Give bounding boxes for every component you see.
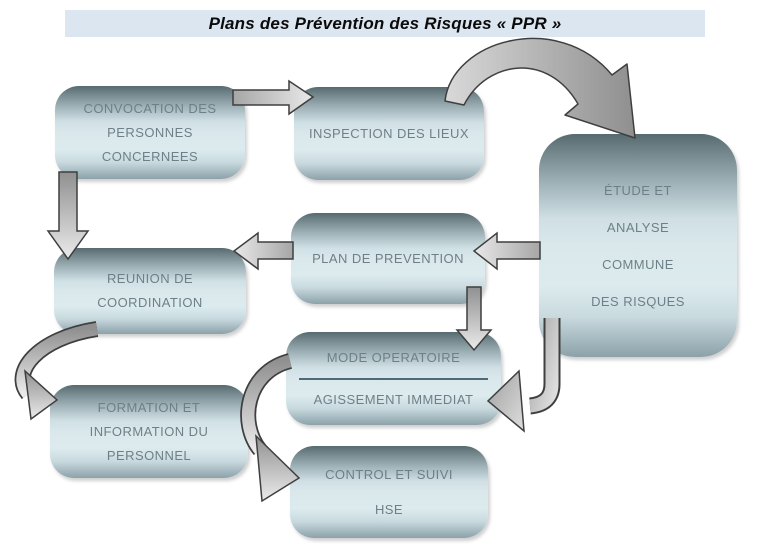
node-text-line: PERSONNES [107,124,193,140]
node-mode-operatoire: MODE OPERATOIRE AGISSEMENT IMMEDIAT [286,332,501,425]
node-text-line: REUNION DE [106,271,194,286]
node-reunion-coordination: REUNION DE COORDINATION [54,248,246,334]
node-text-line: CONVOCATION DES [83,100,217,116]
node-text-line: INSPECTION DES LIEUX [309,125,469,141]
node-text-line: PLAN DE PREVENTION [312,250,464,266]
node-text-line: ÉTUDE ET [604,182,672,198]
node-text-line: MODE OPERATOIRE [326,349,461,365]
node-formation-personnel: FORMATION ET INFORMATION DU PERSONNEL [50,385,248,478]
node-text-line: CONCERNEES [101,148,199,164]
node-text-line: PERSONNEL [106,447,192,463]
diagram-title: Plans des Prévention des Risques « PPR » [65,10,705,37]
node-text-line: INFORMATION DU [89,423,209,439]
node-convocation: CONVOCATION DES PERSONNES CONCERNEES [55,86,245,179]
node-text-line: AGISSEMENT IMMEDIAT [313,391,474,407]
node-text-line: FORMATION ET [97,399,201,415]
node-text-line: ANALYSE [606,219,670,235]
node-etude-analyse: ÉTUDE ET ANALYSE COMMUNE DES RISQUES [539,134,737,357]
node-text-line: DES RISQUES [591,293,685,309]
node-control-suivi-hse: CONTROL ET SUIVI HSE [290,446,488,538]
node-inspection: INSPECTION DES LIEUX [294,87,484,180]
node-text-line: HSE [374,502,404,517]
node-text-line: COMMUNE [602,256,674,272]
node-text-line: CONTROL ET SUIVI [325,467,453,482]
mode-divider-line [298,377,489,380]
node-plan-prevention: PLAN DE PREVENTION [291,213,485,304]
arrow-convocation-to-reunion [46,171,90,261]
node-text-line: COORDINATION [97,295,203,310]
